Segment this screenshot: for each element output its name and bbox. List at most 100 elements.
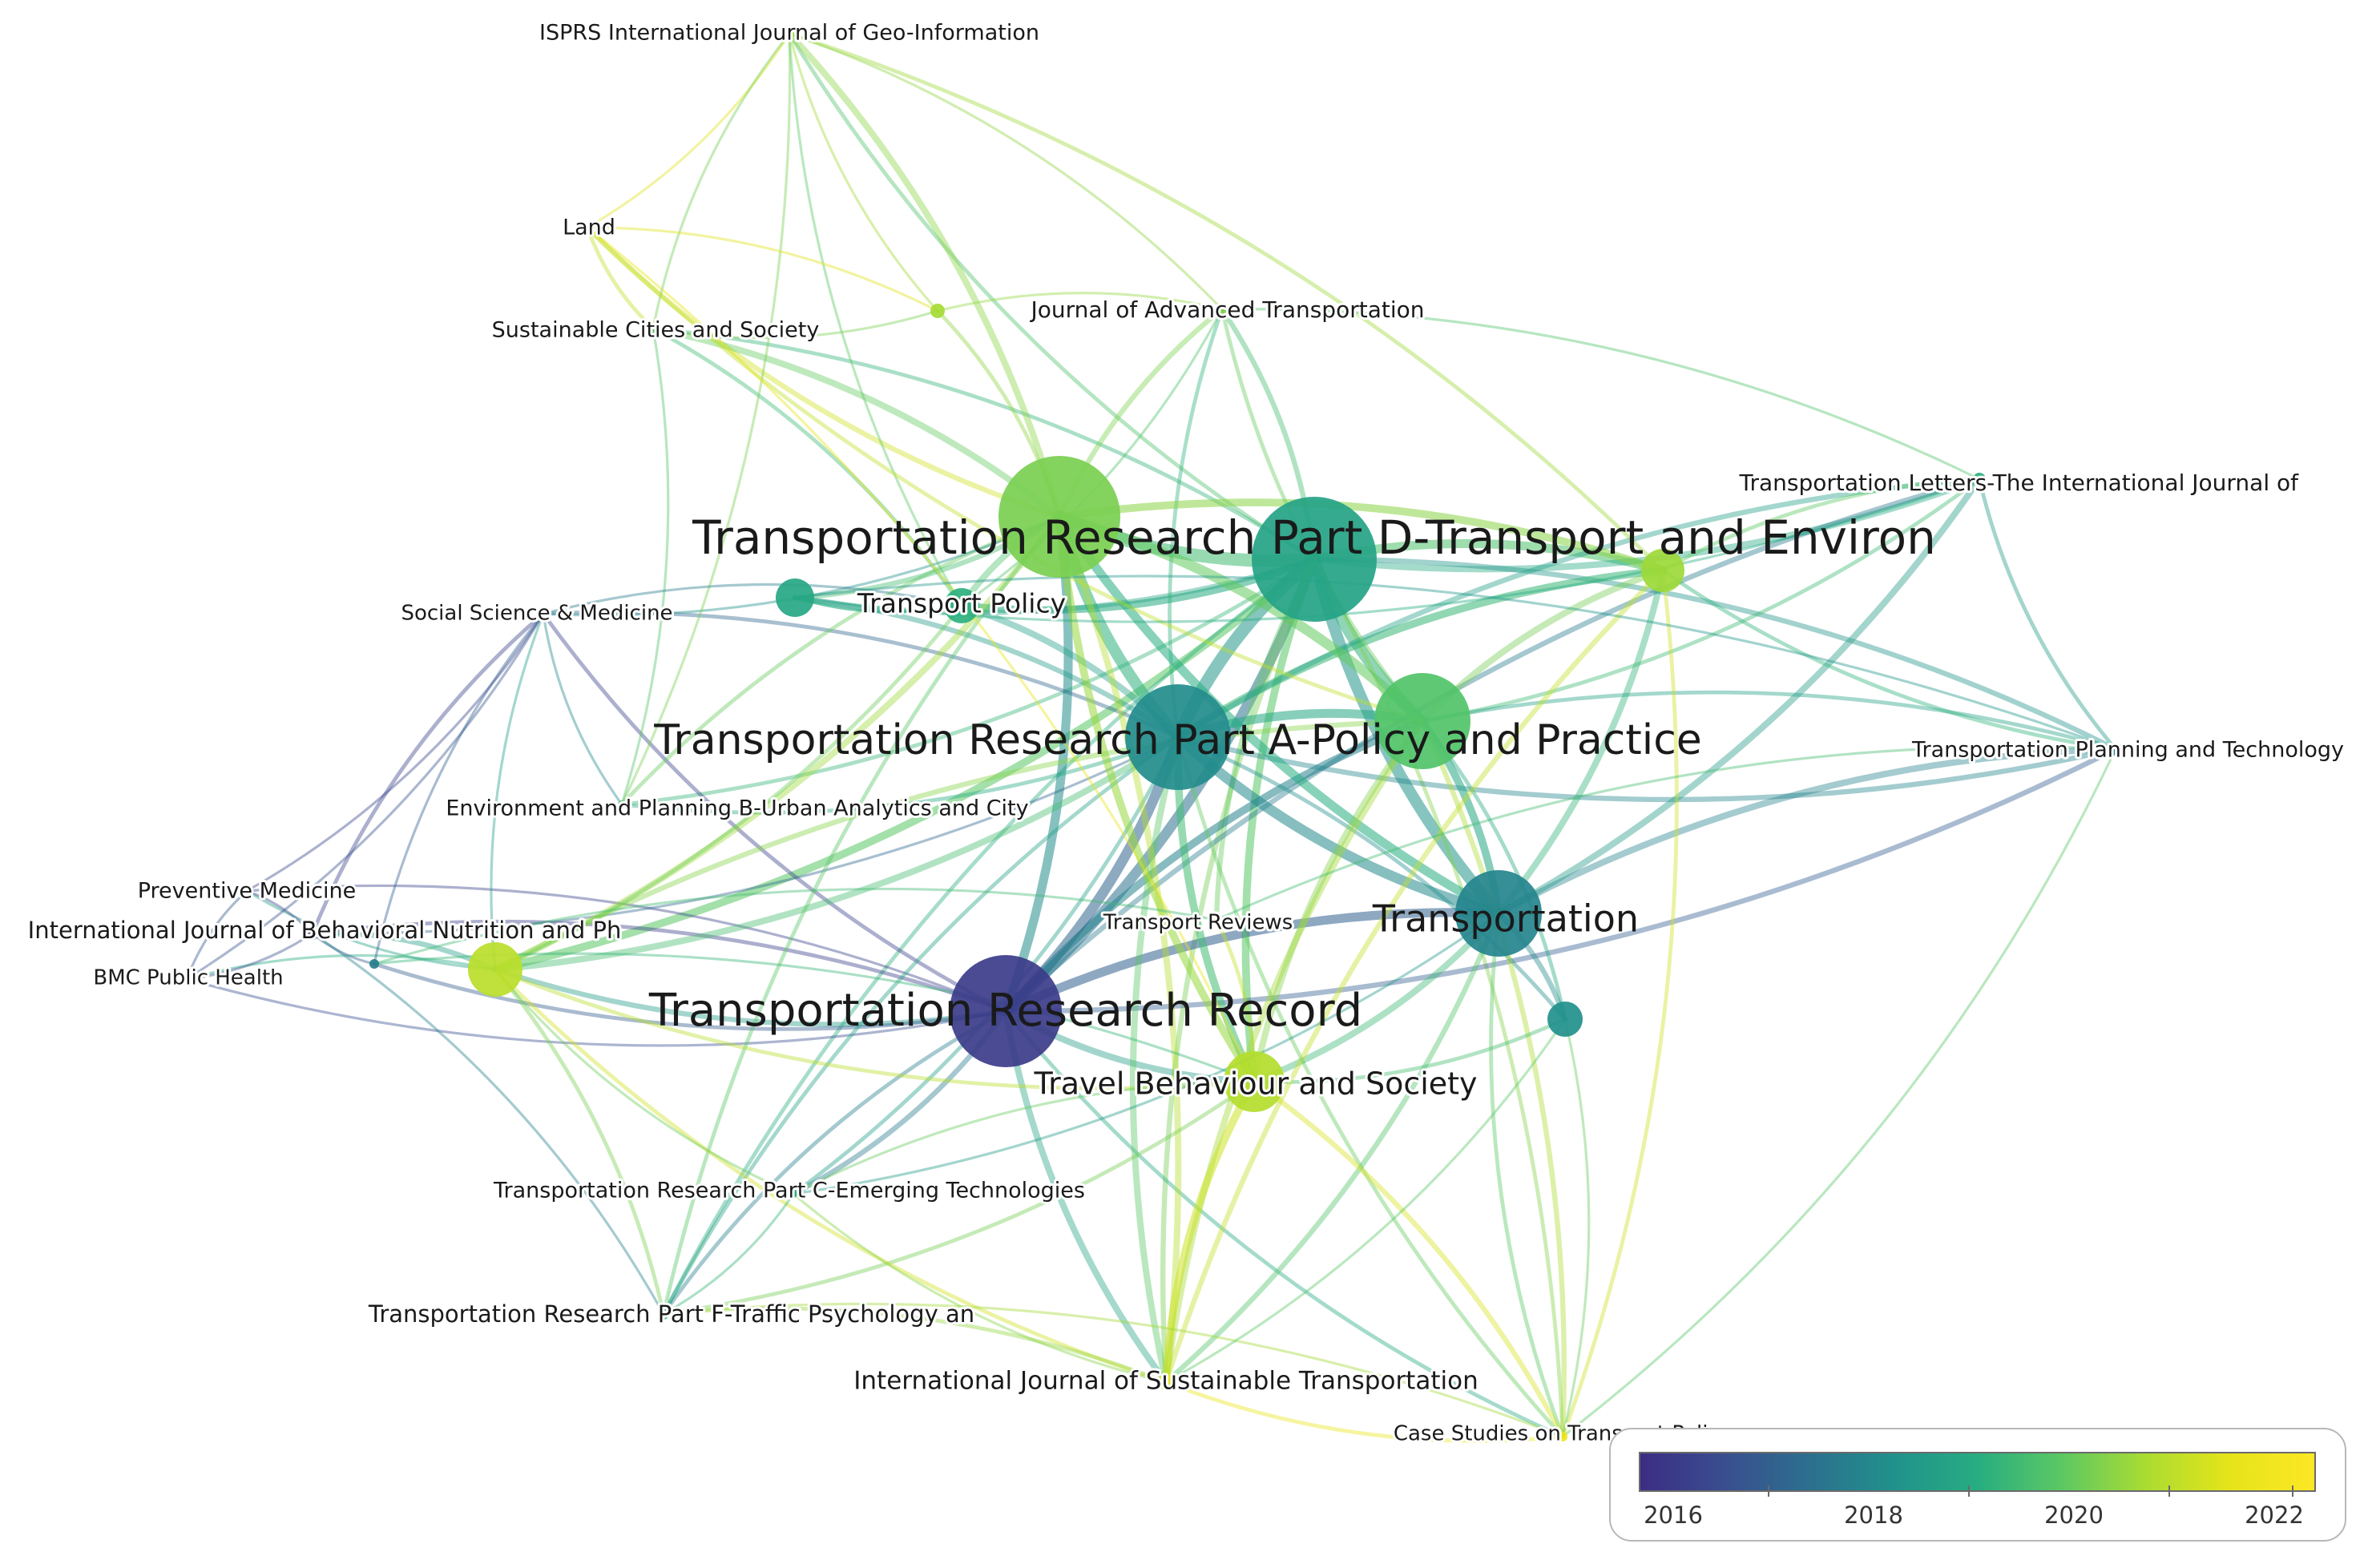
label-transportation[interactable]: Transportation bbox=[1372, 897, 1639, 941]
legend-label-2016: 2016 bbox=[1644, 1501, 1703, 1529]
link-tbs-tpt2 bbox=[1252, 1017, 1567, 1085]
legend-label-2020: 2020 bbox=[2044, 1501, 2104, 1529]
legend-label-2022: 2022 bbox=[2245, 1501, 2304, 1529]
node-pm[interactable] bbox=[243, 887, 251, 895]
node-jurb[interactable] bbox=[1641, 549, 1684, 592]
link-trd-tbs bbox=[1241, 555, 1318, 1086]
label-tra[interactable]: Transportation Research Part A-Policy an… bbox=[653, 716, 1702, 764]
label-trr[interactable]: Transportation Research Record bbox=[648, 985, 1362, 1037]
label-pm[interactable]: Preventive Medicine bbox=[135, 877, 359, 906]
link-pm-ijbn bbox=[245, 889, 314, 935]
label-ssm[interactable]: Social Science & Medicine bbox=[398, 599, 675, 628]
label-ijst[interactable]: International Journal of Sustainable Tra… bbox=[851, 1364, 1480, 1398]
link-transportation-trl bbox=[1495, 476, 1983, 917]
link-ijst-trc bbox=[792, 1192, 1168, 1384]
node-tpn[interactable] bbox=[776, 578, 814, 617]
node-trf[interactable] bbox=[658, 1308, 669, 1320]
node-bmc[interactable] bbox=[183, 975, 191, 983]
label-scs[interactable]: Sustainable Cities and Society bbox=[490, 316, 822, 345]
link-jtlu-trf bbox=[493, 967, 666, 1316]
node-jtlu[interactable] bbox=[468, 942, 522, 997]
network-labels: Transportation Research Part D-Transport… bbox=[26, 18, 2346, 1449]
node-jtg[interactable] bbox=[998, 456, 1120, 578]
link-scs-epb bbox=[620, 327, 670, 806]
node-sust[interactable] bbox=[1374, 673, 1470, 769]
link-tpt-tpn bbox=[793, 574, 2117, 751]
label-jat[interactable]: Journal of Advanced Transportation bbox=[1027, 294, 1426, 325]
label-tpt[interactable]: Transportation Planning and Technology bbox=[1909, 736, 2346, 765]
node-jadv2[interactable] bbox=[930, 304, 945, 318]
label-land[interactable]: Land bbox=[560, 213, 618, 243]
link-jtg-trf bbox=[661, 514, 1062, 1316]
label-epb[interactable]: Environment and Planning B-Urban Analyti… bbox=[443, 794, 1031, 824]
link-jtlu-trc bbox=[494, 968, 795, 1195]
node-trl[interactable] bbox=[1973, 473, 1986, 486]
node-trc[interactable] bbox=[789, 1190, 797, 1198]
label-bmc[interactable]: BMC Public Health bbox=[91, 964, 285, 993]
link-jtg-tbs bbox=[1055, 513, 1258, 1086]
link-trr-sust bbox=[1002, 717, 1426, 1015]
node-trev[interactable] bbox=[1212, 915, 1221, 925]
node-jth[interactable] bbox=[369, 959, 379, 969]
link-ssm-jth bbox=[373, 612, 545, 965]
node-tpt2[interactable] bbox=[1547, 1002, 1583, 1037]
link-jurb-trl bbox=[1660, 477, 1982, 573]
link-ssm-ijbn bbox=[310, 611, 546, 936]
label-ijgi[interactable]: ISPRS International Journal of Geo-Infor… bbox=[537, 18, 1042, 48]
link-jtg-transportation bbox=[1055, 512, 1503, 918]
link-jat-jadv2 bbox=[936, 292, 1224, 312]
link-trr-ijbn bbox=[310, 919, 1008, 1014]
node-trr[interactable] bbox=[950, 955, 1062, 1067]
link-ssm-pm bbox=[245, 612, 545, 893]
link-ijgi-jadv2 bbox=[788, 32, 939, 312]
label-tbs[interactable]: Travel Behaviour and Society bbox=[1031, 1064, 1479, 1104]
link-scs-jadv2 bbox=[652, 309, 939, 340]
link-jurb-cstp bbox=[1560, 568, 1679, 1439]
link-tpn-tp bbox=[793, 596, 963, 614]
node-tra[interactable] bbox=[1125, 684, 1231, 790]
link-transportation-jurb bbox=[1495, 567, 1666, 917]
node-ijgi[interactable] bbox=[785, 29, 794, 38]
link-trr-pm bbox=[245, 884, 1007, 1013]
link-trr-trl bbox=[1002, 476, 1983, 1014]
node-transportation[interactable] bbox=[1455, 870, 1542, 957]
link-ssm-epb bbox=[542, 612, 623, 806]
link-jat-trl bbox=[1220, 308, 1981, 481]
link-trd-ijst bbox=[1160, 556, 1317, 1385]
node-ssm[interactable] bbox=[539, 610, 547, 618]
label-trc[interactable]: Transportation Research Part C-Emerging … bbox=[490, 1176, 1087, 1206]
link-tpt-cstp bbox=[1561, 748, 2117, 1438]
link-tpt2-cstp bbox=[1561, 1018, 1591, 1438]
node-tbs[interactable] bbox=[1224, 1051, 1285, 1112]
label-ijbn[interactable]: International Journal of Behavioral Nutr… bbox=[26, 914, 624, 946]
link-jurb-ijst bbox=[1163, 567, 1666, 1385]
link-tp-jtlu bbox=[493, 603, 964, 972]
link-trev-jth bbox=[373, 887, 1218, 965]
legend-tick-2016 bbox=[1768, 1485, 1769, 1497]
label-trd[interactable]: Transportation Research Part D-Transport… bbox=[692, 510, 1936, 565]
node-scs[interactable] bbox=[647, 323, 659, 334]
link-tp-scs bbox=[651, 326, 964, 608]
node-tpt[interactable] bbox=[2109, 743, 2122, 756]
node-ijbn[interactable] bbox=[306, 927, 319, 940]
link-sust-cstp bbox=[1419, 718, 1567, 1440]
node-tp[interactable] bbox=[944, 588, 979, 623]
label-trl[interactable]: Transportation Letters-The International… bbox=[1736, 467, 2301, 498]
link-tra-tpt bbox=[1175, 734, 2119, 803]
node-epb[interactable] bbox=[618, 800, 626, 808]
link-tp-jat bbox=[960, 308, 1224, 607]
node-jat[interactable] bbox=[1216, 303, 1228, 316]
node-cstp[interactable] bbox=[1558, 1432, 1567, 1441]
link-trd-tpt bbox=[1311, 556, 2119, 752]
link-ijbn-trf bbox=[311, 932, 665, 1316]
label-tp[interactable]: Transport Policy bbox=[854, 586, 1068, 622]
node-ijst[interactable] bbox=[1158, 1374, 1174, 1390]
link-sust-tbs bbox=[1251, 718, 1426, 1085]
label-trev[interactable]: Transport Reviews bbox=[1100, 909, 1296, 937]
node-trd[interactable] bbox=[1252, 497, 1377, 622]
link-tra-ijbn bbox=[311, 736, 1180, 935]
link-trr-ijst bbox=[1002, 1008, 1169, 1385]
label-trf[interactable]: Transportation Research Part F-Traffic P… bbox=[365, 1298, 977, 1330]
node-land[interactable] bbox=[583, 223, 592, 232]
